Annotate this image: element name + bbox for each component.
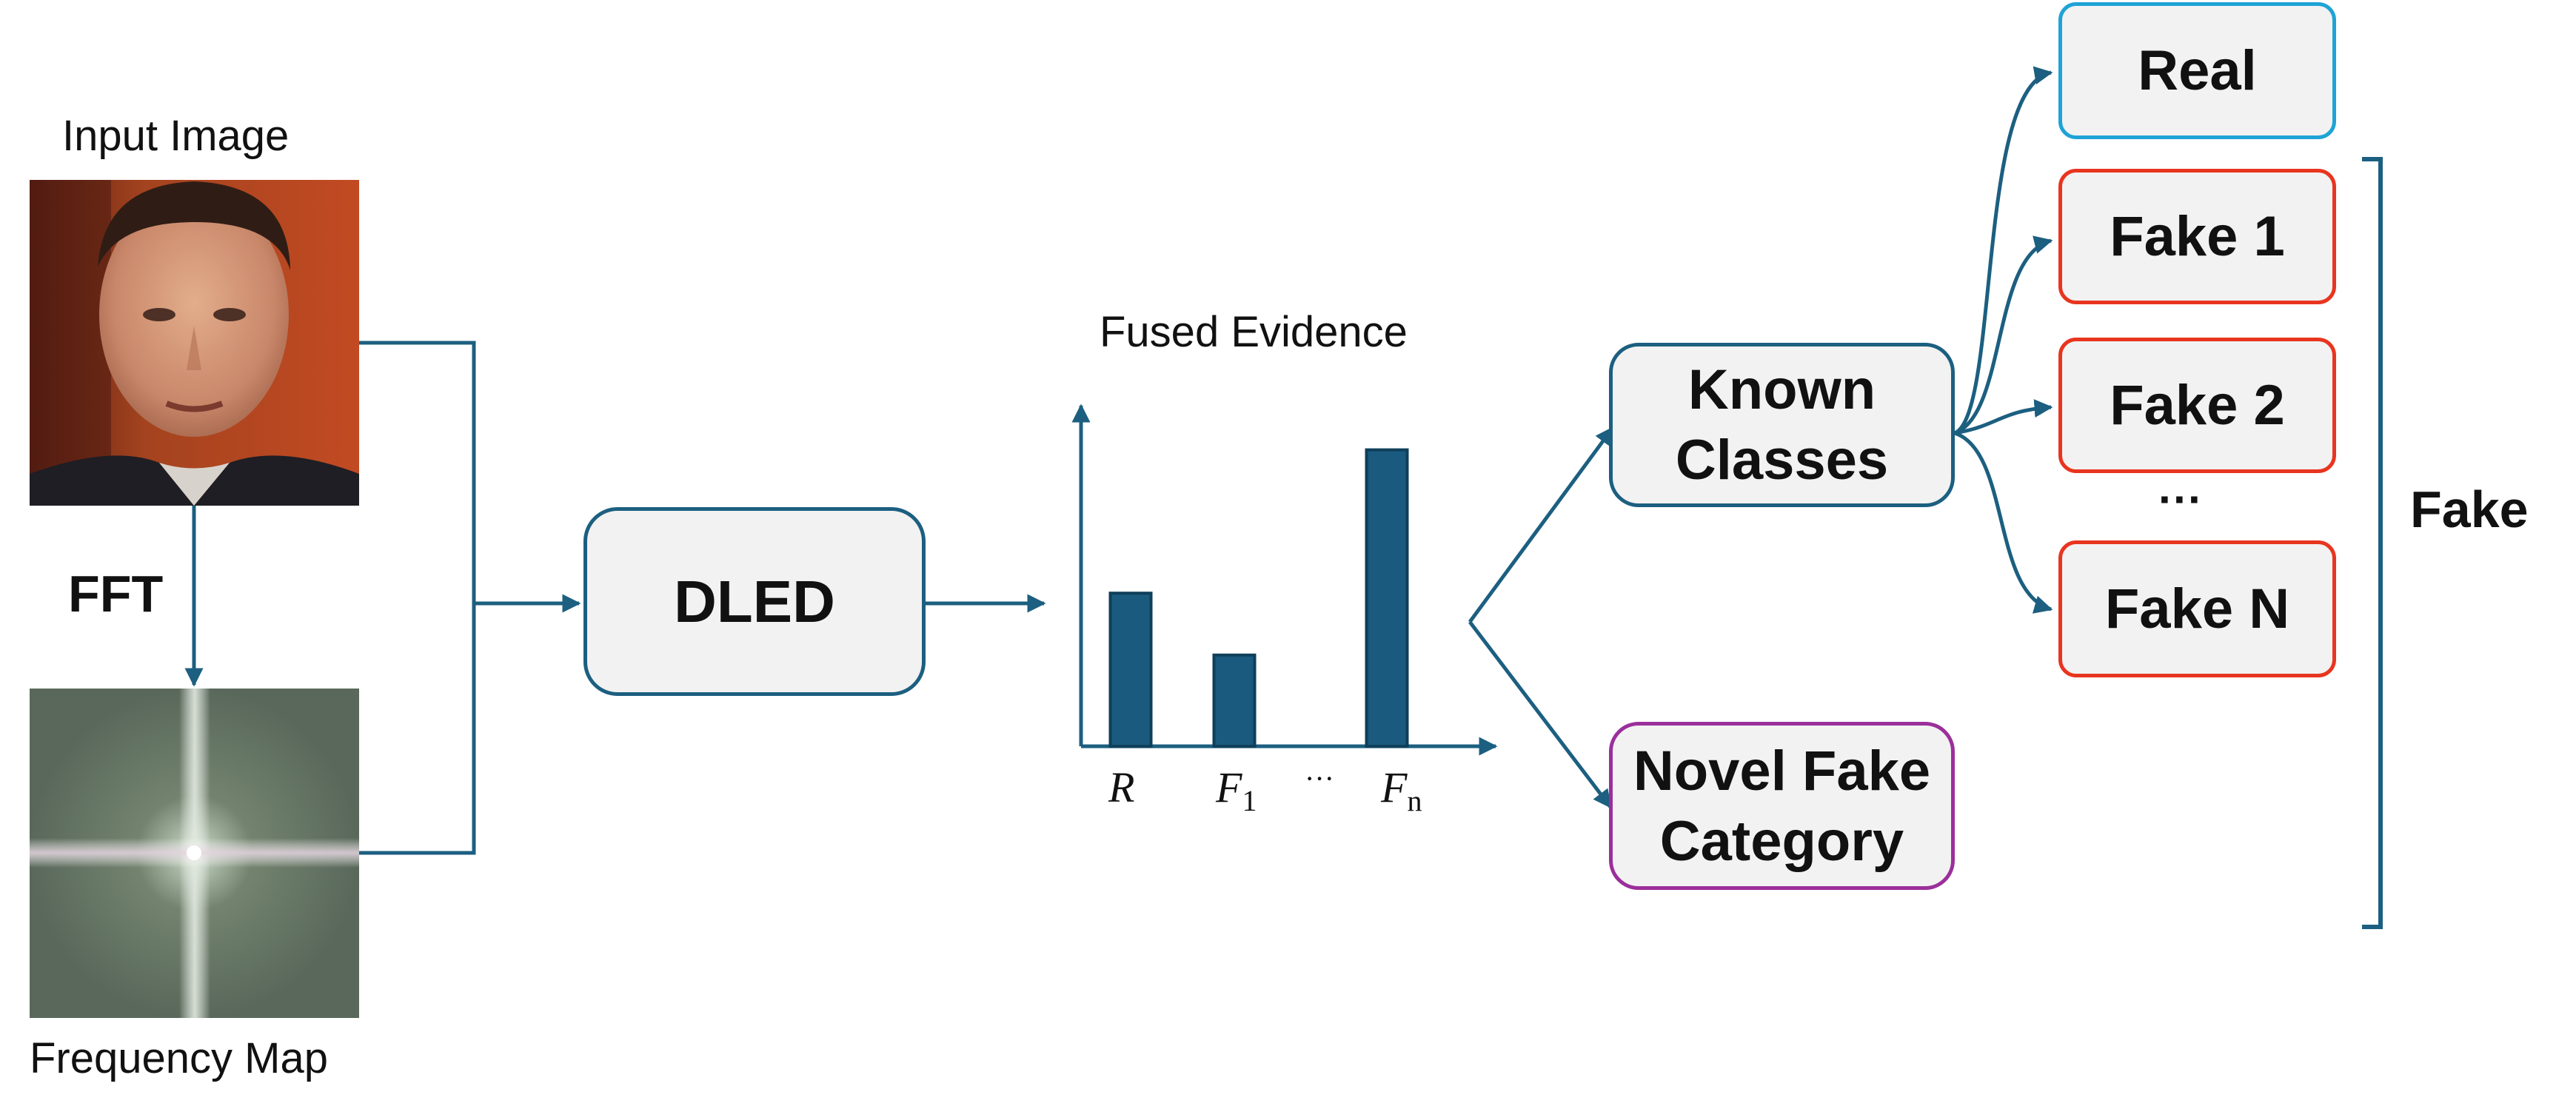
novel-fake-line1: Novel Fake (1633, 739, 1931, 803)
tick-label-r: R (1108, 763, 1135, 811)
fake-ellipsis: ··· (2158, 475, 2203, 524)
fake-n-box: Fake N (2058, 540, 2336, 677)
tick-label-ellipsis: ··· (1305, 762, 1334, 795)
fused-evidence-chart (1071, 403, 1498, 756)
fake-1-label: Fake 1 (2110, 205, 2285, 268)
dled-box: DLED (583, 507, 926, 696)
bar-r (1108, 592, 1153, 748)
dled-label: DLED (674, 568, 835, 634)
known-classes-box: Known Classes (1609, 343, 1955, 507)
real-box: Real (2058, 2, 2336, 139)
known-classes-line1: Known (1687, 358, 1876, 421)
tick-label-fn: Fn (1381, 763, 1422, 817)
input-image (30, 180, 359, 506)
output-arrows (1953, 66, 2053, 614)
fake-2-label: Fake 2 (2110, 374, 2285, 437)
novel-fake-category-box: Novel Fake Category (1609, 722, 1955, 890)
fused-evidence-title: Fused Evidence (1100, 308, 1408, 356)
real-label: Real (2138, 39, 2257, 102)
input-connectors (184, 341, 581, 855)
bar-f1 (1212, 653, 1257, 748)
fake-group-label: Fake (2410, 480, 2529, 538)
fake-1-box: Fake 1 (2058, 169, 2336, 304)
input-image-title: Input Image (62, 112, 290, 160)
bar-fn (1365, 448, 1409, 748)
fake-bracket (2362, 157, 2383, 929)
known-classes-line2: Classes (1675, 429, 1889, 492)
fft-label: FFT (68, 565, 164, 623)
branch-arrows (1468, 426, 1615, 808)
fake-2-box: Fake 2 (2058, 338, 2336, 473)
tick-label-f1: F1 (1216, 763, 1257, 817)
fake-n-label: Fake N (2104, 577, 2290, 640)
novel-fake-line2: Category (1659, 809, 1904, 873)
frequency-map (30, 689, 359, 1018)
frequency-map-title: Frequency Map (30, 1034, 328, 1082)
